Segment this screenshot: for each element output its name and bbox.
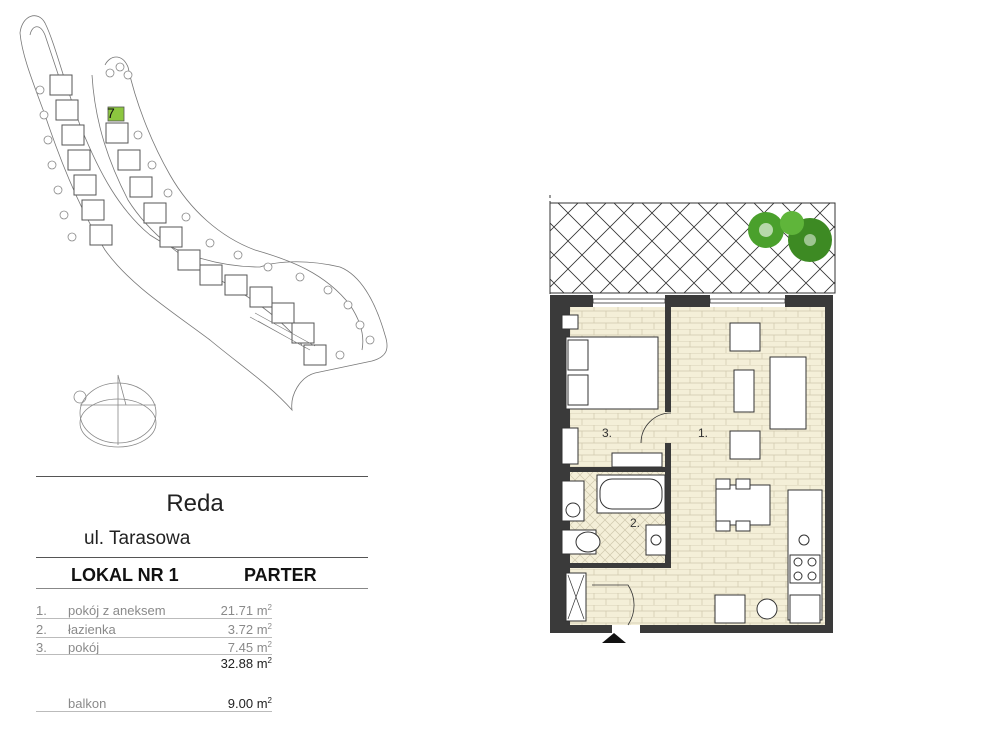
unit-marker-highlight xyxy=(107,106,125,122)
room-area: 21.71 m2 xyxy=(220,603,272,618)
balcony-row: balkon 9.00 m2 xyxy=(36,696,272,711)
compass-icon xyxy=(73,374,157,448)
unit-marker-label: 7 xyxy=(107,105,115,121)
divider xyxy=(36,588,368,589)
divider xyxy=(36,557,368,558)
room-row: 2. łazienka 3.72 m2 xyxy=(36,622,272,637)
room-area: 3.72 m2 xyxy=(227,622,272,637)
room-label-2: 2. xyxy=(630,516,640,530)
room-label-3: 3. xyxy=(602,426,612,440)
city-name: Reda xyxy=(166,490,224,517)
site-plan: 7 xyxy=(19,15,388,448)
room-label-1: 1. xyxy=(698,426,708,440)
room-name: pokój z aneksem xyxy=(68,603,166,618)
room-name: pokój xyxy=(68,640,100,655)
room-number: 3. xyxy=(36,640,47,655)
balcony-name: balkon xyxy=(68,696,107,711)
tree-icon xyxy=(748,211,832,262)
unit-floor: PARTER xyxy=(244,565,317,585)
total-area: 32.88 m2 xyxy=(220,656,272,671)
balcony-area: 9.00 m2 xyxy=(227,696,272,711)
room-name: łazienka xyxy=(68,622,116,637)
divider xyxy=(36,476,368,477)
floor-plan: 3. 1. 2. xyxy=(549,195,836,643)
room-area: 7.45 m2 xyxy=(227,640,272,655)
street-name: ul. Tarasowa xyxy=(84,528,191,549)
room-row: 1. pokój z aneksem 21.71 m2 xyxy=(36,603,272,618)
room-row: 3. pokój 7.45 m2 xyxy=(36,640,272,655)
entrance-arrow-icon xyxy=(602,633,626,643)
unit-title: LOKAL NR 1 xyxy=(71,565,179,585)
room-number: 2. xyxy=(36,622,47,637)
room-number: 1. xyxy=(36,603,47,618)
